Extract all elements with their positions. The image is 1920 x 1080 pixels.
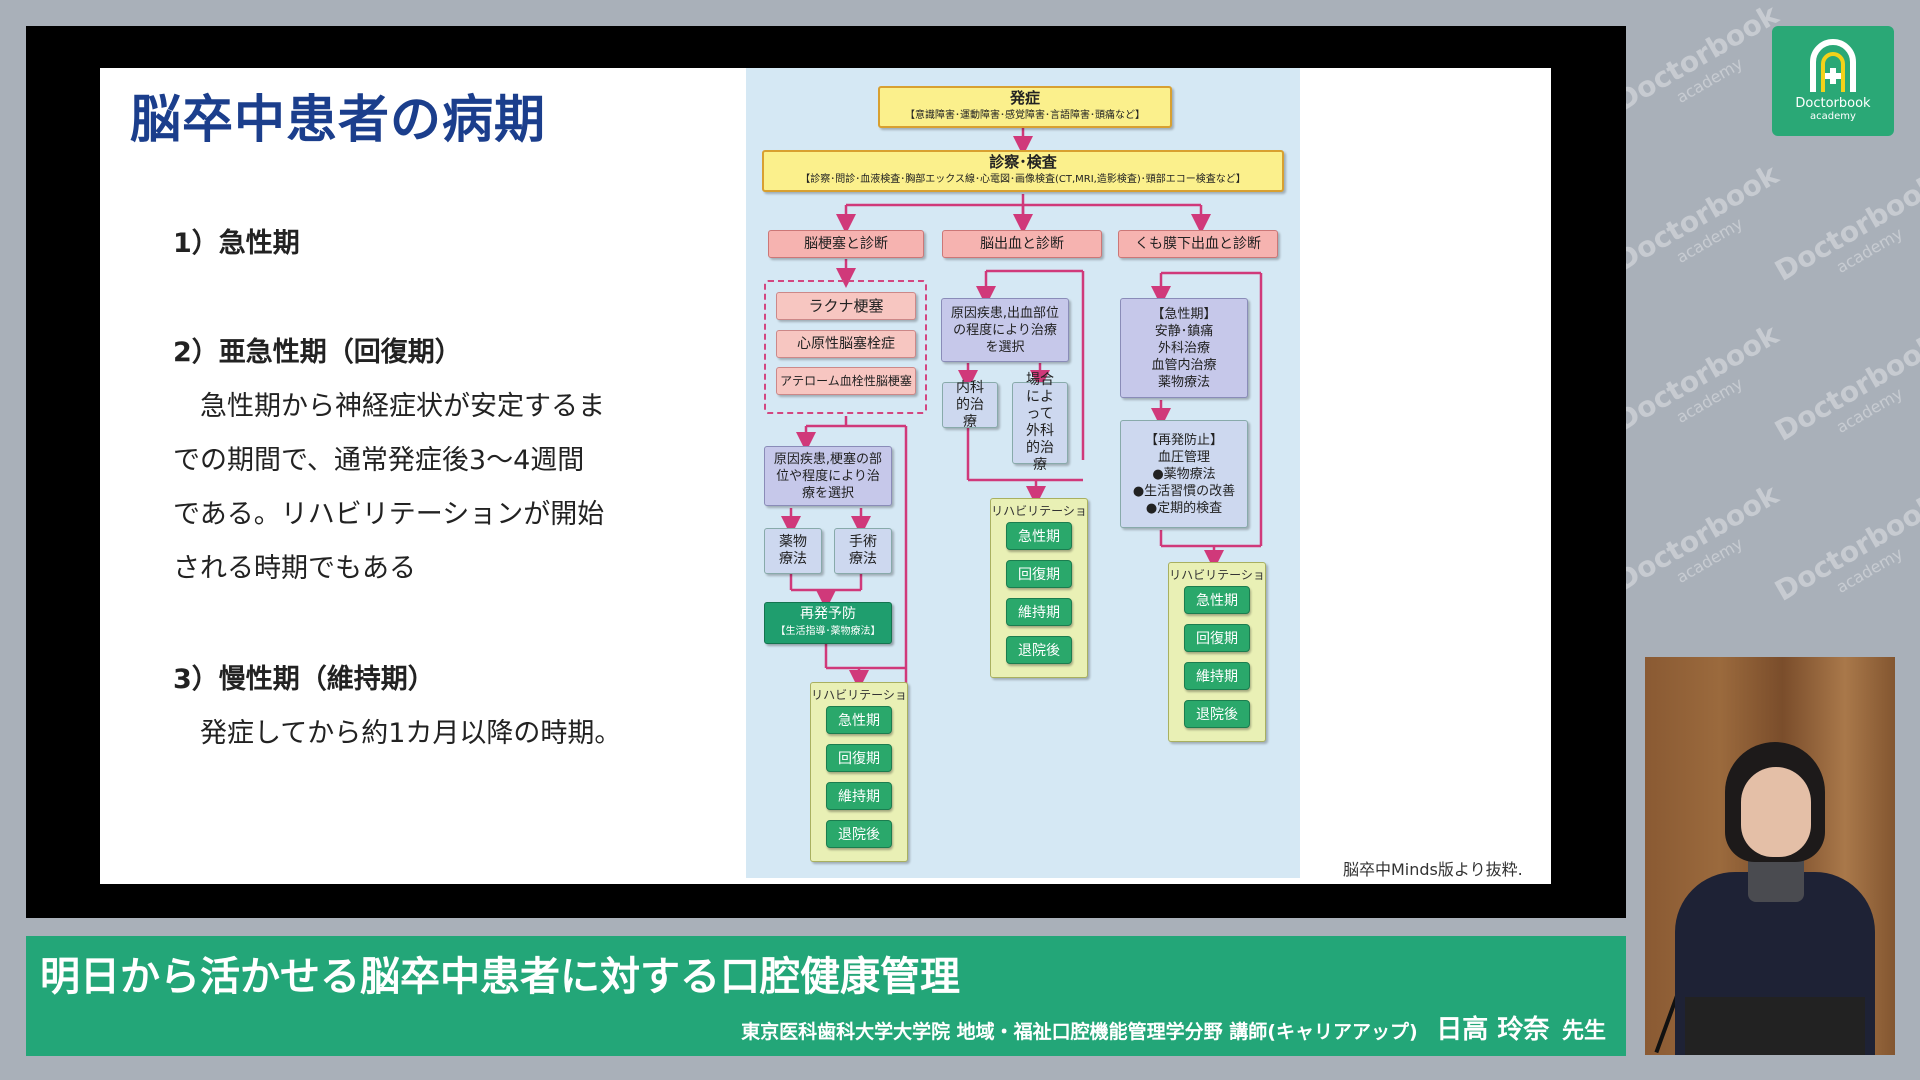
phase-text: 発症してから約1カ月以降の時期。	[173, 718, 622, 749]
slide-citation: 脳卒中Minds版より抜粋.	[1343, 860, 1523, 879]
logo-name: Doctorbook	[1795, 96, 1871, 111]
infarct-prevent-box: 再発予防 【生活指導･薬物療法】	[764, 602, 892, 644]
slide-title: 脳卒中患者の病期	[130, 91, 547, 150]
phase-chronic: 3）慢性期（維持期） 発症してから約1カ月以降の時期。	[173, 653, 621, 761]
sah-acute-item: 薬物療法	[1157, 374, 1210, 390]
sah-prevent-box: 【再発防止】 血圧管理 ●薬物療法 ●生活習慣の改善 ●定期的検査	[1120, 420, 1248, 528]
branch-hemorrhage: 脳出血と診断	[942, 230, 1102, 258]
infarct-treatment: 薬物療法	[764, 528, 822, 574]
rehab-stage: 維持期	[1006, 598, 1072, 626]
doctorbook-logo[interactable]: Doctorbook academy	[1772, 26, 1894, 136]
rehab-stage: 急性期	[1184, 586, 1250, 614]
hemorrhage-treatment: 場合によって外科的治療	[1012, 372, 1068, 473]
infarct-type: 心原性脳塞栓症	[776, 330, 916, 358]
sah-acute-title: 【急性期】	[1151, 306, 1217, 322]
infarct-prevent-title: 再発予防	[800, 606, 856, 622]
phase-heading: 3）慢性期（維持期）	[173, 664, 435, 695]
sah-prevent-item: ●薬物療法	[1152, 466, 1216, 482]
phase-text: 急性期から神経症状が安定するま	[173, 391, 605, 422]
infarct-types-group	[764, 280, 927, 414]
sah-acute-item: 血管内治療	[1151, 357, 1217, 373]
sah-prevent-item: 血圧管理	[1157, 449, 1210, 465]
logo-sub: academy	[1810, 111, 1856, 122]
exam-box: 診察･検査 【診察･問診･血液検査･胸部エックス線･心電図･画像検査(CT,MR…	[762, 150, 1284, 192]
onset-detail: 【意識障害･運動障害･感覚障害･言語障害･頭痛など】	[905, 110, 1145, 121]
flowchart-connectors	[781, 128, 1263, 690]
rehab-stage: 急性期	[826, 706, 892, 734]
phase-subacute: 2）亜急性期（回復期） 急性期から神経症状が安定するま での期間で、通常発症後3…	[173, 326, 605, 596]
rehab-stage: 維持期	[826, 782, 892, 810]
hemorrhage-treatment: 内科的治療	[942, 380, 998, 430]
sah-acute-box: 【急性期】 安静･鎮痛 外科治療 血管内治療 薬物療法	[1120, 298, 1248, 398]
sah-prevent-title: 【再発防止】	[1144, 432, 1223, 448]
infarct-type: ラクナ梗塞	[776, 292, 916, 320]
lecture-banner: 明日から活かせる脳卒中患者に対する口腔健康管理 東京医科歯科大学大学院 地域・福…	[26, 936, 1626, 1056]
branch-sah: くも膜下出血と診断	[1118, 230, 1278, 258]
infarct-type: アテローム血栓性脳梗塞	[776, 367, 916, 395]
infarct-treatment: 手術療法	[834, 528, 892, 574]
exam-detail: 【診察･問診･血液検査･胸部エックス線･心電図･画像検査(CT,MRI,造影検査…	[800, 174, 1246, 185]
infarct-prevent-detail: 【生活指導･薬物療法】	[775, 626, 881, 637]
sah-prevent-item: ●生活習慣の改善	[1132, 483, 1236, 499]
laptop	[1685, 997, 1865, 1055]
infarct-select-box: 原因疾患,梗塞の部位や程度により治療を選択	[764, 446, 892, 506]
rehab-stage: 維持期	[1184, 662, 1250, 690]
onset-box: 発症 【意識障害･運動障害･感覚障害･言語障害･頭痛など】	[878, 86, 1172, 128]
onset-title: 発症	[1009, 89, 1040, 107]
rehab-stage: 回復期	[1006, 560, 1072, 588]
phase-acute: 1）急性期	[173, 217, 300, 271]
speaker-webcam	[1645, 657, 1895, 1055]
hemorrhage-select-box: 原因疾患,出血部位の程度により治療を選択	[941, 298, 1069, 362]
speaker-face	[1741, 767, 1811, 857]
phase-text: での期間で、通常発症後3〜4週間	[173, 445, 585, 476]
branch-infarction: 脳梗塞と診断	[768, 230, 924, 258]
stroke-flowchart: 発症 【意識障害･運動障害･感覚障害･言語障害･頭痛など】 診察･検査 【診察･…	[746, 68, 1300, 878]
phase-text: である。リハビリテーションが開始	[173, 499, 605, 530]
rehab-stage: 回復期	[826, 744, 892, 772]
phase-text: される時期でもある	[173, 553, 416, 584]
lecture-title: 明日から活かせる脳卒中患者に対する口腔健康管理	[40, 954, 960, 1000]
sah-prevent-item: ●定期的検査	[1145, 500, 1223, 516]
rehab-stage: 急性期	[1006, 522, 1072, 550]
phase-heading: 1）急性期	[173, 228, 300, 259]
lecturer-info: 東京医科歯科大学大学院 地域・福祉口腔機能管理学分野 講師(キャリアアップ) 日…	[741, 1009, 1606, 1046]
lecturer-honorific: 先生	[1561, 1019, 1606, 1044]
rehab-stage: 退院後	[826, 820, 892, 848]
logo-arch-icon	[1810, 39, 1856, 92]
sah-acute-item: 外科治療	[1157, 340, 1210, 356]
rehab-stage: 退院後	[1184, 700, 1250, 728]
lecturer-name: 日高 玲奈	[1436, 1015, 1550, 1045]
rehab-stage: 回復期	[1184, 624, 1250, 652]
lecturer-affiliation: 東京医科歯科大学大学院 地域・福祉口腔機能管理学分野 講師(キャリアアップ)	[741, 1021, 1418, 1043]
rehab-stage: 退院後	[1006, 636, 1072, 664]
exam-title: 診察･検査	[989, 153, 1057, 171]
sah-acute-item: 安静･鎮痛	[1154, 323, 1214, 339]
phase-heading: 2）亜急性期（回復期）	[173, 337, 462, 368]
